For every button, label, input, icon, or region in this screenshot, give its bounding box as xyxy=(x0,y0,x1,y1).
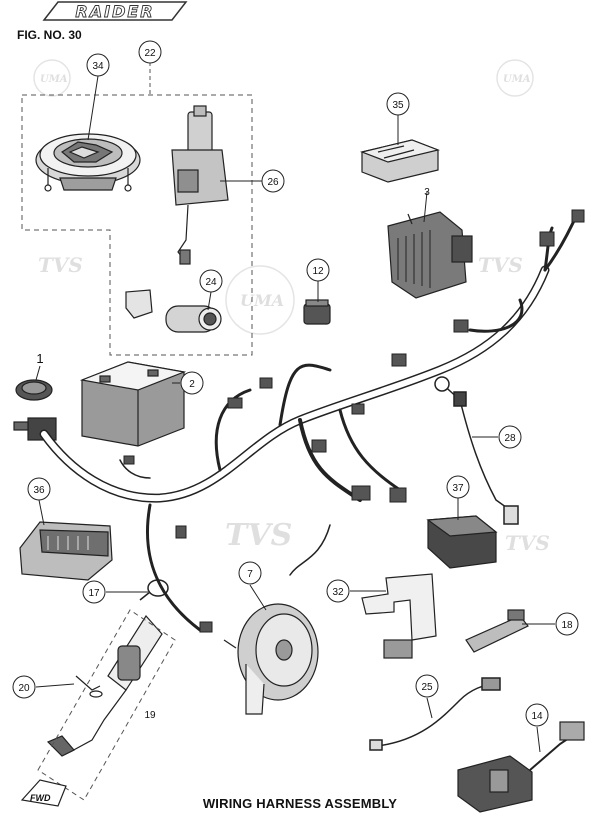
watermarks: TVS TVS TVS TVS UMA UMA UMA xyxy=(33,59,550,555)
ignition-switch-part xyxy=(171,105,229,265)
strap-part xyxy=(465,609,529,653)
svg-text:32: 32 xyxy=(332,587,344,598)
fuse-box-part xyxy=(359,139,441,183)
harness-connectors xyxy=(123,209,585,633)
svg-text:22: 22 xyxy=(144,48,156,59)
callout-20: 20 xyxy=(12,675,36,699)
svg-text:25: 25 xyxy=(421,682,433,693)
svg-text:17: 17 xyxy=(88,588,100,599)
svg-text:3: 3 xyxy=(424,187,430,198)
callout-3: 3 xyxy=(424,187,430,198)
bracket-part xyxy=(361,573,437,659)
fuel-cap-part xyxy=(35,133,141,192)
callout-24: 24 xyxy=(199,269,223,293)
svg-text:35: 35 xyxy=(392,100,404,111)
connector-block-part xyxy=(426,515,498,569)
coil-boundary xyxy=(37,609,176,801)
fwd-label: FWD xyxy=(30,793,51,803)
callout-17: 17 xyxy=(82,580,106,604)
figure-number: FIG. NO. 30 xyxy=(17,28,82,42)
ground-wire-part xyxy=(434,376,519,525)
svg-text:TVS: TVS xyxy=(505,531,550,555)
callout-7: 7 xyxy=(238,561,262,585)
ecu-part xyxy=(19,521,113,581)
starter-relay-part xyxy=(457,721,585,813)
svg-text:TVS: TVS xyxy=(225,518,292,553)
svg-text:TVS: TVS xyxy=(478,253,523,277)
kit-boundary xyxy=(21,94,253,356)
callout-18: 18 xyxy=(555,612,579,636)
horn-part xyxy=(223,603,319,715)
callout-32: 28 xyxy=(498,425,522,449)
battery-part xyxy=(79,361,187,447)
ignition-coil-part xyxy=(46,615,163,757)
svg-text:18: 18 xyxy=(561,620,573,631)
svg-text:34: 34 xyxy=(92,61,104,72)
leader-lines xyxy=(35,75,555,753)
callout-28: 25 xyxy=(415,674,439,698)
svg-text:UMA: UMA xyxy=(40,74,68,85)
svg-text:UMA: UMA xyxy=(240,291,284,310)
headlamp-connector-part xyxy=(13,379,57,441)
sensor-lead-part xyxy=(369,677,501,751)
callout-22: 22 xyxy=(138,40,162,64)
svg-text:1: 1 xyxy=(36,351,43,366)
callout-35: 32 xyxy=(326,579,350,603)
callout-25: 34 xyxy=(86,53,110,77)
fwd-arrow-icon: FWD xyxy=(20,779,67,807)
callout-14: 14 xyxy=(525,703,549,727)
svg-text:7: 7 xyxy=(247,569,253,580)
callout-1: 1 xyxy=(36,351,43,366)
svg-text:19: 19 xyxy=(144,710,156,721)
svg-text:14: 14 xyxy=(531,711,543,722)
svg-text:26: 26 xyxy=(267,177,279,188)
raider-logo: RAIDER xyxy=(42,1,188,21)
callout-36: 36 xyxy=(27,477,51,501)
svg-text:RAIDER: RAIDER xyxy=(75,2,154,21)
callout-12: 12 xyxy=(306,258,330,282)
svg-text:37: 37 xyxy=(452,483,464,494)
svg-text:TVS: TVS xyxy=(38,253,83,277)
clamp-part xyxy=(139,579,169,601)
key-lock-part xyxy=(125,289,222,333)
diagram-caption: WIRING HARNESS ASSEMBLY xyxy=(202,796,398,811)
callouts: 34 22 26 24 12 35 3 xyxy=(12,40,579,727)
callout-34: 35 xyxy=(386,92,410,116)
svg-text:20: 20 xyxy=(18,683,30,694)
svg-text:12: 12 xyxy=(312,266,324,277)
svg-text:24: 24 xyxy=(205,277,217,288)
svg-text:UMA: UMA xyxy=(503,74,531,85)
callout-26: 26 xyxy=(261,169,285,193)
svg-text:28: 28 xyxy=(504,433,516,444)
regulator-rectifier-part xyxy=(387,211,473,299)
callout-37: 37 xyxy=(446,475,470,499)
callout-2: 2 xyxy=(180,371,204,395)
relay-part xyxy=(303,299,331,325)
main-harness xyxy=(39,210,580,632)
svg-text:36: 36 xyxy=(33,485,45,496)
callout-19: 19 xyxy=(144,710,156,721)
svg-text:2: 2 xyxy=(189,379,195,390)
